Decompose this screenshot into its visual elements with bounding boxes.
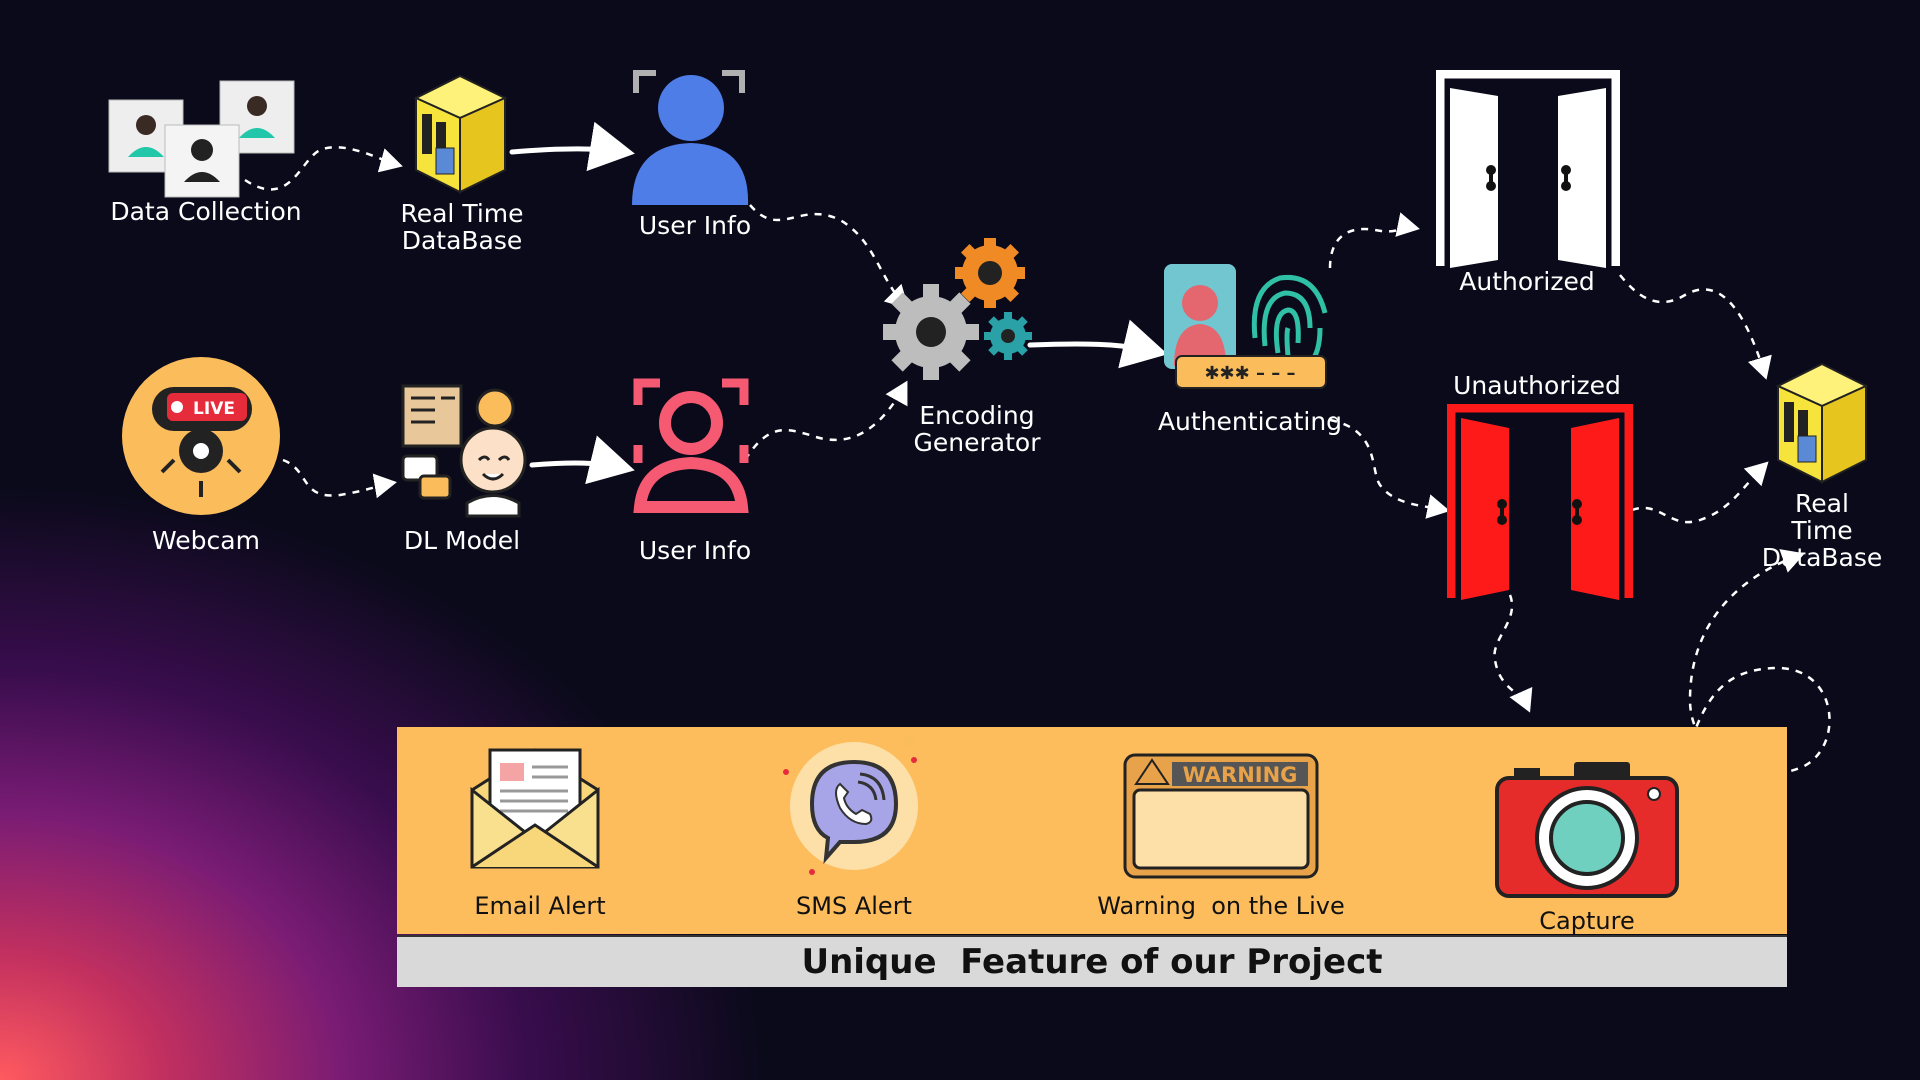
connector-collection-to-db <box>244 145 403 191</box>
user-scan-icon <box>628 65 750 210</box>
envelope-icon <box>470 745 600 870</box>
gears-icon <box>880 238 1040 383</box>
camera-icon <box>1494 758 1680 900</box>
connector-auth-to-authorized <box>1328 212 1420 269</box>
warning-window-icon: WARNING <box>1122 752 1320 880</box>
connector-webcam-to-dl <box>282 458 397 499</box>
live-badge: LIVE <box>193 399 235 419</box>
database-icon <box>408 70 513 195</box>
label-webcam: Webcam <box>152 526 260 555</box>
connector-userinfo-top-to-encoder <box>749 204 909 309</box>
connector-unauthorized-to-db <box>1631 461 1769 524</box>
database-icon <box>1772 358 1872 486</box>
label-user-info-bottom: User Info <box>638 536 752 565</box>
photo-cards-icon <box>107 78 297 198</box>
label-data-collection: Data Collection <box>110 197 302 226</box>
label-realtime-db-top: Real Time DataBase <box>400 199 524 255</box>
label-authorized: Authorized <box>1459 267 1595 296</box>
chat-phone-icon <box>782 732 922 882</box>
connector-capture-loop-to-db <box>1678 549 1831 781</box>
open-door-icon <box>1435 69 1621 268</box>
label-dl-model: DL Model <box>403 526 521 555</box>
warning-badge: WARNING <box>1183 763 1298 787</box>
label-authenticating: Authenticating <box>1157 407 1343 436</box>
feature-label-email: Email Alert <box>474 892 606 920</box>
fingerprint-auth-icon: ✱✱✱ – – – <box>1160 258 1335 393</box>
label-realtime-db-right: Real Time DataBase <box>1761 489 1883 572</box>
arrow-dl-to-userinfo <box>529 435 635 485</box>
banner-title: Unique Feature of our Project <box>801 942 1383 982</box>
label-unauthorized: Unauthorized <box>1453 371 1621 400</box>
arrow-encoder-to-auth <box>1027 319 1168 369</box>
dl-model-icon <box>395 378 530 518</box>
webcam-icon: LIVE <box>122 357 280 515</box>
arrow-db-to-userinfo <box>509 121 635 172</box>
feature-label-sms: SMS Alert <box>796 892 912 920</box>
connector-userinfo-bottom-to-encoder <box>743 380 908 461</box>
password-mask: ✱✱✱ – – – <box>1204 363 1295 384</box>
connector-auth-to-unauthorized <box>1329 418 1450 519</box>
feature-label-capture: Capture <box>1539 907 1635 935</box>
connector-unauthorized-to-capture <box>1493 594 1533 713</box>
label-encoding-generator: Encoding Generator <box>913 401 1041 457</box>
red-door-icon <box>1446 403 1634 600</box>
connector-authorized-to-db <box>1619 274 1772 380</box>
label-user-info-top: User Info <box>638 211 752 240</box>
user-focus-icon <box>630 375 752 515</box>
feature-label-warning: Warning on the Live <box>1097 892 1345 920</box>
banner-title-bar: Unique Feature of our Project <box>397 935 1787 987</box>
